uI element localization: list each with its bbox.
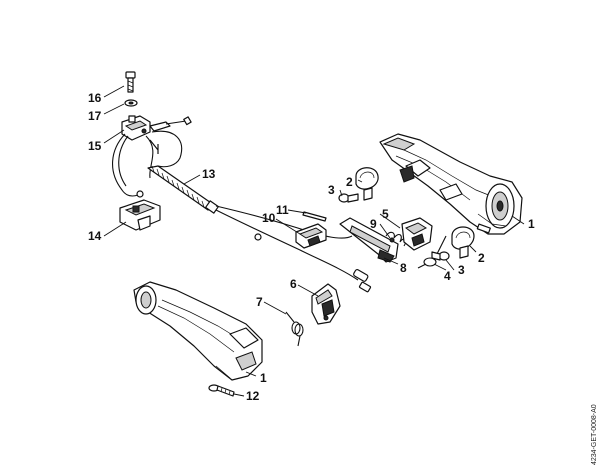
callout-12: 12 [246, 389, 260, 403]
callout-1-right: 1 [528, 217, 535, 231]
callout-17: 17 [88, 109, 102, 123]
callout-7: 7 [256, 295, 263, 309]
switch-wires [112, 130, 183, 198]
callout-16: 16 [88, 91, 102, 105]
callout-15: 15 [88, 139, 102, 153]
part-10-throttle-lock [295, 223, 327, 249]
callout-6: 6 [290, 277, 297, 291]
part-5-lever [401, 217, 433, 251]
part-1-handle-housing-left [133, 281, 263, 381]
part-17-washer [124, 99, 138, 107]
callout-2-left: 2 [346, 175, 353, 189]
callout-1-left: 1 [260, 371, 267, 385]
callout-3-right: 3 [458, 263, 465, 277]
callout-3-left: 3 [328, 183, 335, 197]
callout-2-right: 2 [478, 251, 485, 265]
callout-13: 13 [202, 167, 216, 181]
part-12-screw [208, 384, 235, 397]
callout-4: 4 [444, 269, 451, 283]
part-11-pin [302, 211, 327, 222]
part-6-cover [311, 283, 341, 325]
callout-11: 11 [276, 203, 289, 217]
part-16-screw [125, 71, 136, 93]
part-2-clamp-right [451, 226, 475, 259]
part-7-spring [285, 311, 304, 347]
drawing-reference: 4234-GET-0008-A0 [591, 404, 598, 465]
part-1-handle-housing-right [379, 133, 523, 235]
callout-labels: 16 17 15 14 13 11 10 2 3 5 9 8 4 3 2 1 6… [88, 91, 535, 403]
part-3-screw-right [431, 251, 450, 261]
part-3-screw-left [338, 193, 359, 203]
callout-14: 14 [88, 229, 102, 243]
callout-10: 10 [262, 211, 276, 225]
ground-wire [165, 116, 192, 126]
callout-8: 8 [400, 261, 407, 275]
callout-5: 5 [382, 207, 389, 221]
part-14-bracket [119, 199, 161, 231]
part-2-clamp-left [355, 167, 379, 201]
part-13-throttle-cable [147, 139, 372, 293]
callout-9: 9 [370, 217, 377, 231]
part-8-trigger [339, 217, 399, 263]
part-15-switch [121, 115, 171, 141]
leader-lines [103, 85, 525, 397]
